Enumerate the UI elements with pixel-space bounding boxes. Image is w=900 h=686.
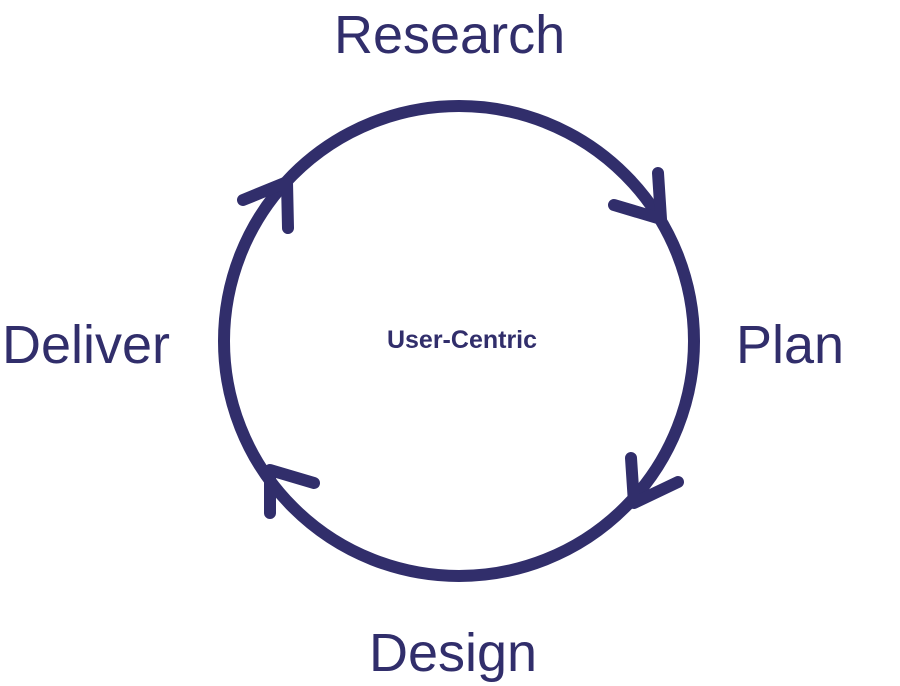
stage-label-design: Design (369, 623, 538, 683)
stage-label-deliver: Deliver (2, 315, 171, 375)
arrow-head-design-to-deliver (264, 464, 320, 519)
center-label: User-Centric (386, 326, 538, 354)
stage-label-plan: Plan (736, 315, 845, 375)
arrow-head-plan-to-design (625, 452, 684, 509)
arrow-head-research-to-plan (608, 167, 667, 225)
stage-label-research: Research (334, 5, 566, 65)
cycle-ring (218, 100, 700, 582)
arrow-head-deliver-to-research (237, 176, 294, 234)
